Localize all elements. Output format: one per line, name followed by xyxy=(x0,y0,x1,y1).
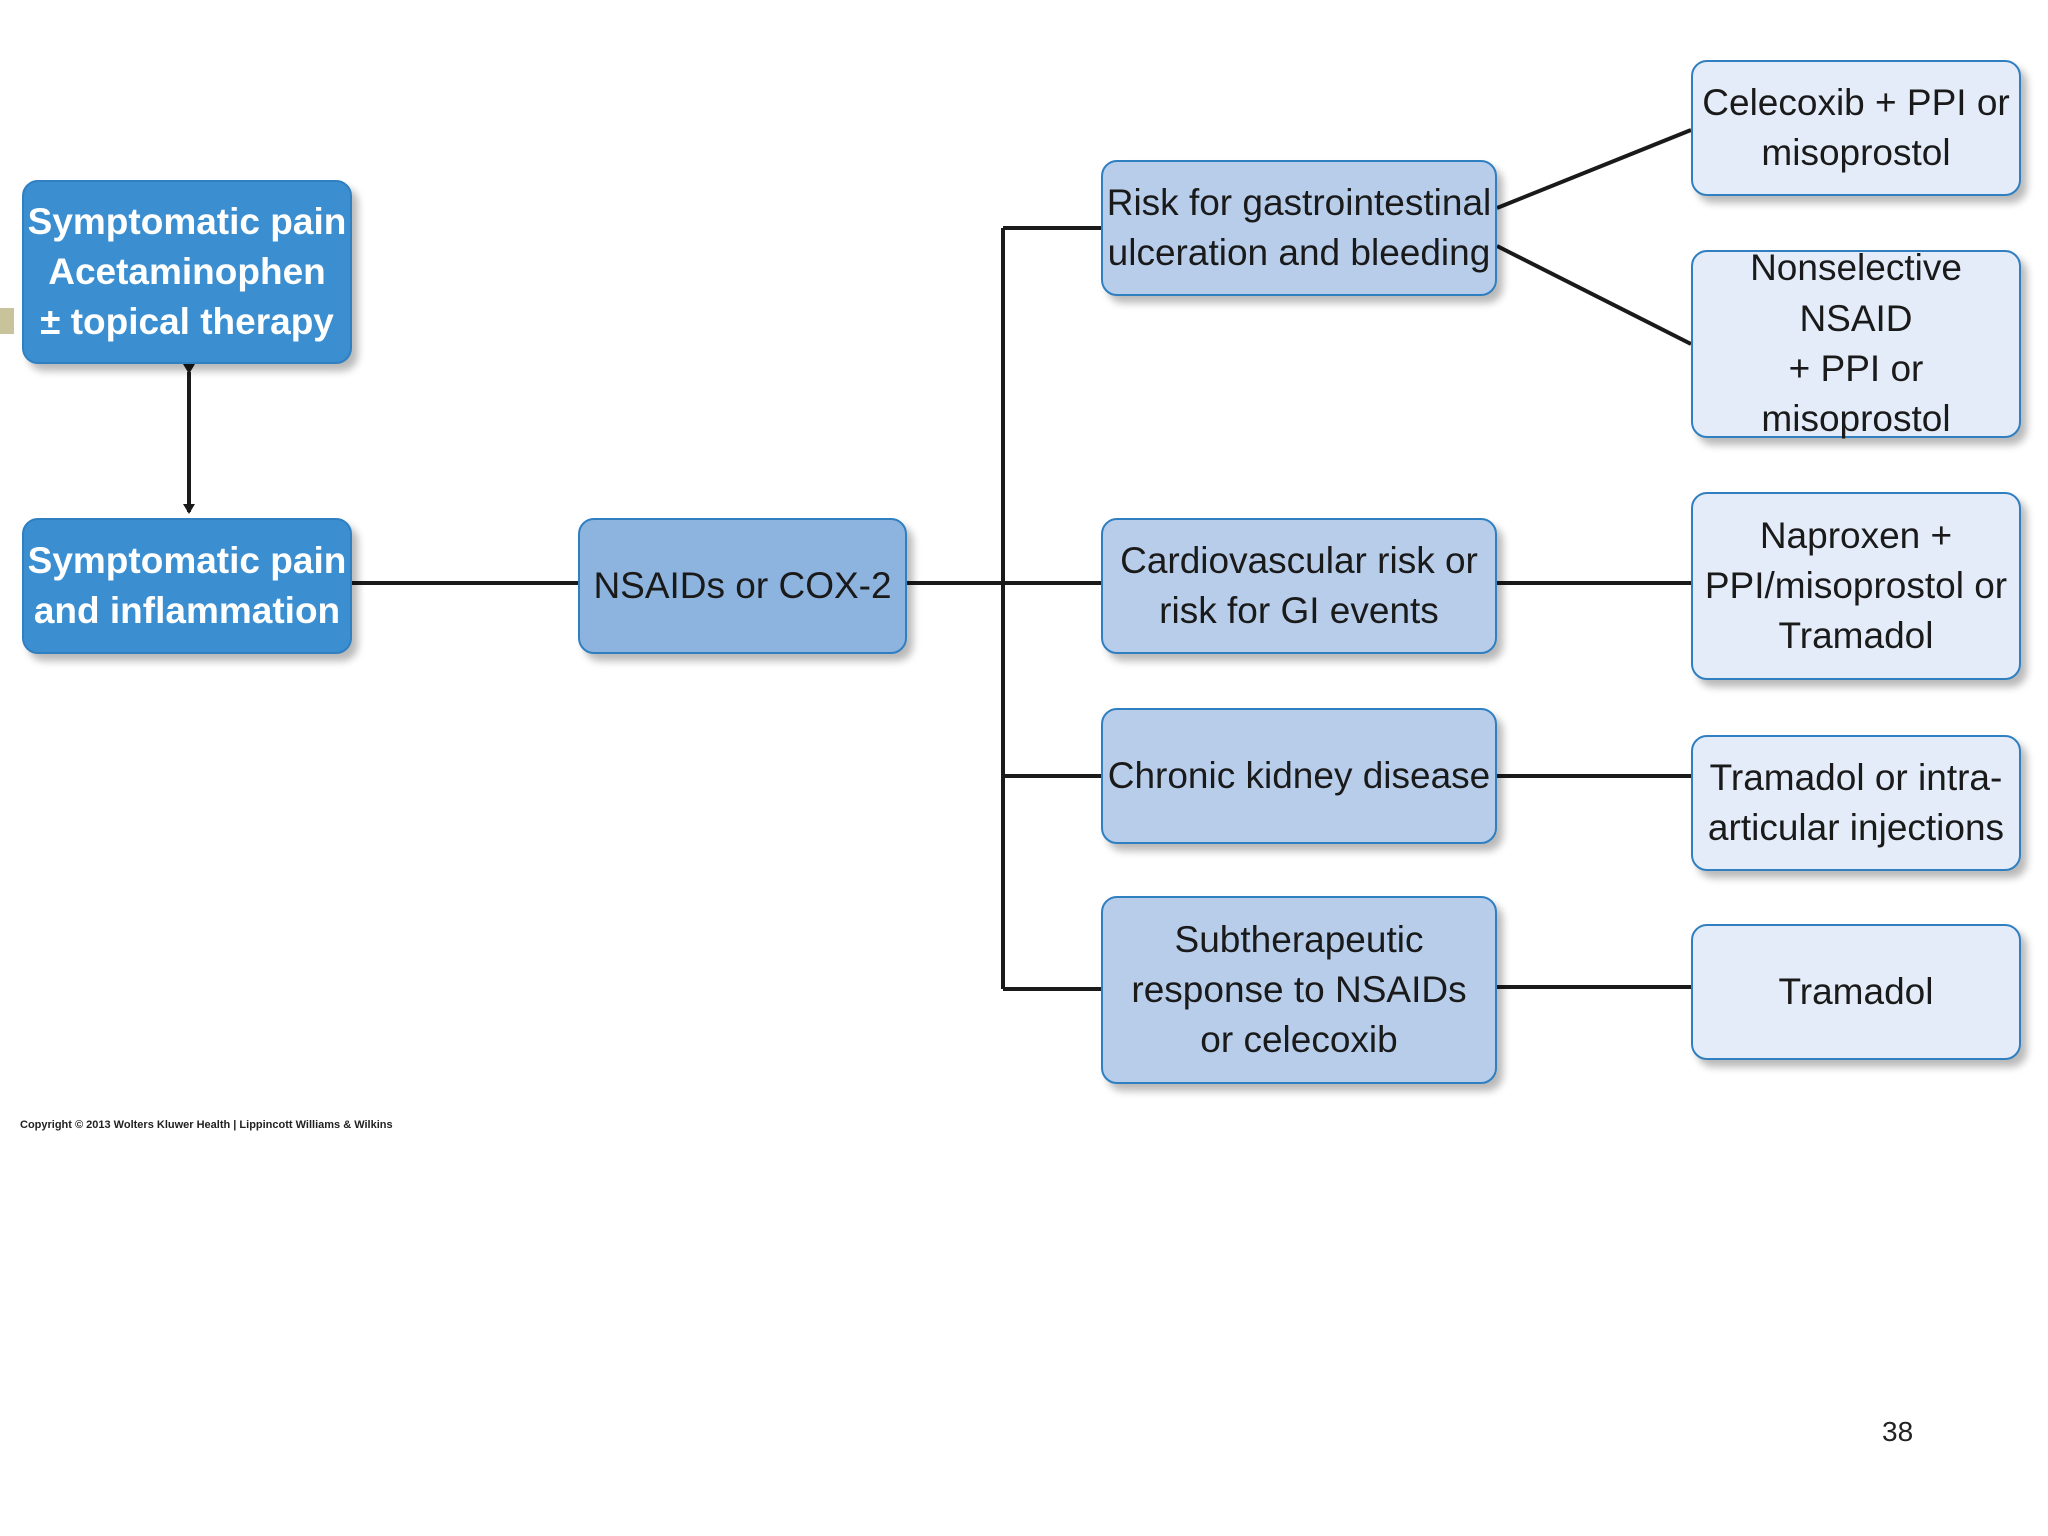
cardiovascular-risk-box: Cardiovascular risk or risk for GI event… xyxy=(1101,518,1497,654)
subtherapeutic-response-box: Subtherapeutic response to NSAIDs or cel… xyxy=(1101,896,1497,1084)
page-number: 38 xyxy=(1882,1416,1914,1447)
nonselective-nsaid-box: Nonselective NSAID + PPI or misoprostol xyxy=(1691,247,2021,439)
copyright-notice: Copyright © 2013 Wolters Kluwer Health |… xyxy=(20,1119,393,1131)
connector-gi-nonselective xyxy=(1496,244,1692,346)
chronic-kidney-disease-box: Chronic kidney disease xyxy=(1101,708,1497,844)
slide-edge-marker xyxy=(0,308,14,334)
connector-gi-celecoxib xyxy=(1496,128,1692,210)
gi-risk-box: Risk for gastrointestinal ulceration and… xyxy=(1101,160,1497,296)
symptomatic-pain-inflammation-box: Symptomatic pain and inflammation xyxy=(22,518,352,654)
naproxen-box: Naproxen + PPI/misoprostol or Tramadol xyxy=(1691,492,2021,680)
tramadol-intra-articular-box: Tramadol or intra- articular injections xyxy=(1691,735,2021,871)
celecoxib-ppi-box: Celecoxib + PPI or misoprostol xyxy=(1691,60,2021,196)
nsaids-cox2-box: NSAIDs or COX-2 xyxy=(578,518,907,654)
tramadol-box: Tramadol xyxy=(1691,924,2021,1060)
symptomatic-pain-acetaminophen-box: Symptomatic pain Acetaminophen ± topical… xyxy=(22,180,352,364)
